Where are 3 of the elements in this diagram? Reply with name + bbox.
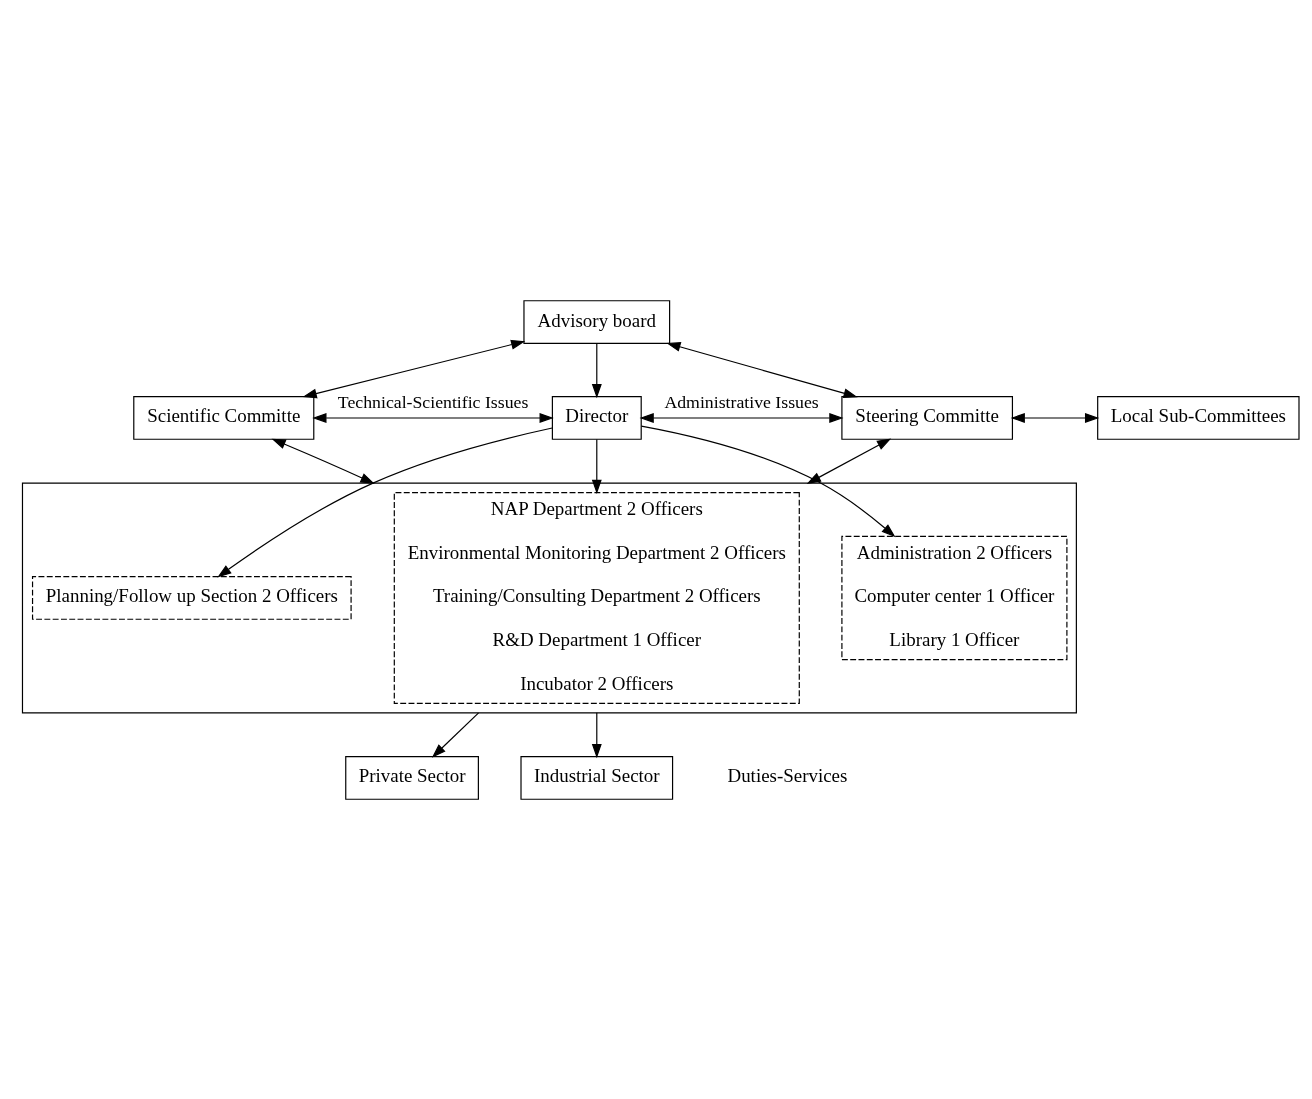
edge-label: Technical-Scientific Issues: [337, 391, 529, 412]
label: Duties-Services: [727, 764, 848, 786]
edge-label: Administrative Issues: [664, 391, 819, 412]
